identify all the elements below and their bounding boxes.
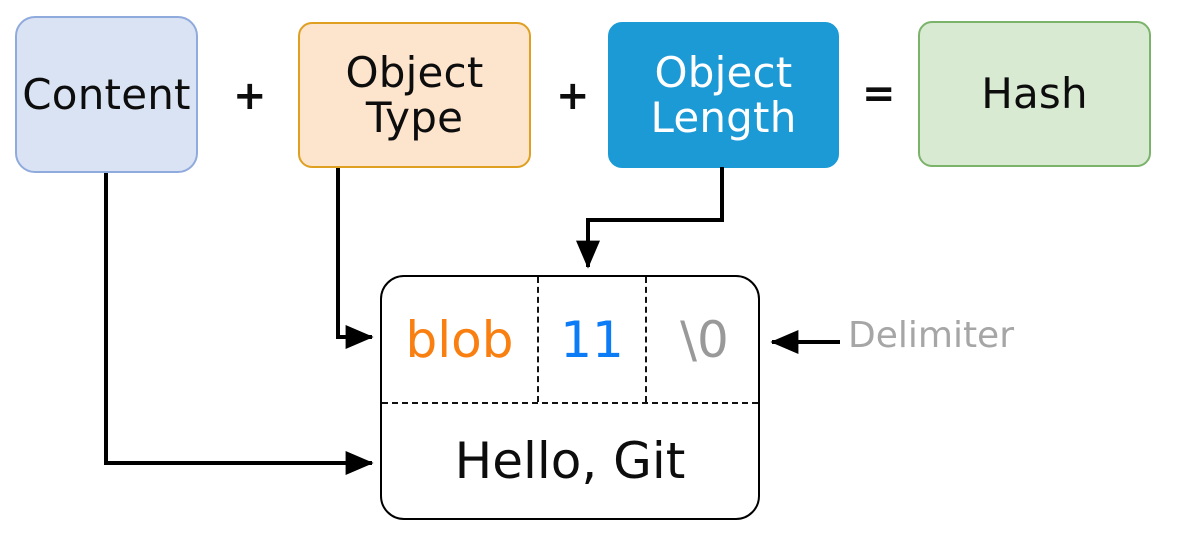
hash-box-label: Hash <box>981 69 1088 119</box>
object-type-box-label: Object Type <box>345 47 484 142</box>
arrow-content-to-body <box>104 173 374 475</box>
arrow-object-length-to-length <box>576 167 724 269</box>
content-box-label: Content <box>22 69 191 119</box>
null-delimiter-cell: \0 <box>680 310 729 369</box>
content-box[interactable]: Content <box>15 16 198 173</box>
header-body-divider <box>382 402 758 404</box>
object-type-cell: blob <box>405 310 514 369</box>
object-length-box-label: Object Length <box>650 47 797 142</box>
equals-operator: = <box>862 71 896 117</box>
cell-divider-1 <box>537 277 539 402</box>
object-content-cell: Hello, Git <box>454 432 686 490</box>
cell-divider-2 <box>645 277 647 402</box>
object-length-box[interactable]: Object Length <box>608 22 839 168</box>
object-type-box[interactable]: Object Type <box>298 22 531 168</box>
delimiter-annotation-label: Delimiter <box>848 315 1015 356</box>
object-length-cell: 11 <box>560 310 624 369</box>
plus-operator-1: + <box>233 73 267 119</box>
hash-box[interactable]: Hash <box>918 21 1151 167</box>
plus-operator-2: + <box>556 73 590 119</box>
git-object-box[interactable]: blob 11 \0 Hello, Git <box>380 275 760 520</box>
arrow-object-type-to-blob <box>336 168 374 349</box>
